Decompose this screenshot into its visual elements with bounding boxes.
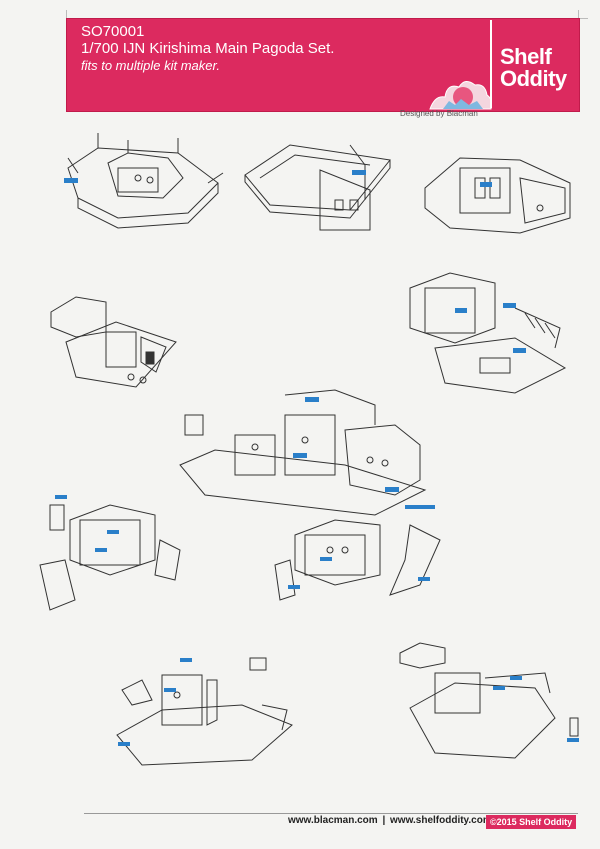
assembly-diagram-icon <box>64 133 224 229</box>
assembly-diagram-step-8 <box>270 505 445 605</box>
product-subtitle: fits to multiple kit maker. <box>81 58 220 73</box>
assembly-diagram-step-9 <box>112 650 302 770</box>
assembly-diagram-step-6 <box>175 385 435 520</box>
product-title: 1/700 IJN Kirishima Main Pagoda Set. <box>81 40 335 57</box>
assembly-diagram-icon <box>50 296 177 388</box>
designer-credit: Designed by Blacman <box>400 109 478 118</box>
footer-separator: | <box>382 815 386 826</box>
assembly-diagram-step-3 <box>420 148 580 243</box>
copyright-badge: ©2015 Shelf Oddity <box>486 815 577 829</box>
assembly-diagram-icon <box>424 157 571 234</box>
assembly-diagram-step-4 <box>46 292 186 392</box>
website-link-shelfoddity[interactable]: www.shelfoddity.com <box>390 815 492 826</box>
logo-text: Shelf Oddity <box>500 44 567 91</box>
website-link-blacman[interactable]: www.blacman.com <box>288 815 378 826</box>
product-code: SO70001 <box>81 23 145 40</box>
assembly-diagram-step-10 <box>395 638 585 768</box>
assembly-diagram-icon <box>179 389 427 516</box>
assembly-diagram-icon <box>116 657 293 766</box>
trim-mark <box>580 18 588 19</box>
footer-links: www.blacman.com | www.shelfoddity.com <box>288 815 492 826</box>
assembly-diagram-icon <box>409 272 567 394</box>
trim-mark <box>578 10 579 18</box>
splash-graphic-icon <box>429 81 492 110</box>
assembly-diagram-step-2 <box>240 130 400 240</box>
assembly-diagram-icon <box>39 495 181 611</box>
trim-mark <box>66 10 67 18</box>
shelf-oddity-logo: Shelf Oddity <box>490 20 580 108</box>
assembly-diagram-icon <box>244 144 391 231</box>
footer-divider <box>84 813 578 814</box>
assembly-diagram-icon <box>274 505 441 601</box>
assembly-diagram-step-7 <box>35 490 185 615</box>
assembly-diagram-step-1 <box>58 128 228 238</box>
header-text: SO70001 1/700 IJN Kirishima Main Pagoda … <box>81 23 334 74</box>
header-banner: SO70001 1/700 IJN Kirishima Main Pagoda … <box>66 18 580 112</box>
assembly-diagram-step-5 <box>395 268 575 398</box>
assembly-diagram-icon <box>399 642 579 759</box>
